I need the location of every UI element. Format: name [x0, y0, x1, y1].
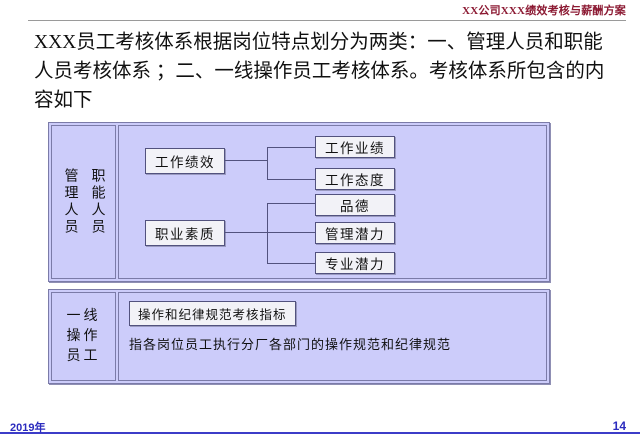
operators-assessment-panel: 一线 操作 员工 操作和纪律规范考核指标 指各岗位员工执行分厂各部门的操作规范和…: [48, 289, 550, 384]
node-professional-potential: 专业潜力: [315, 252, 395, 274]
operators-label-line-2: 操作: [66, 328, 101, 344]
connector-quality-branch-1: [267, 203, 315, 204]
operators-label-line-1: 一线: [66, 308, 101, 324]
node-work-performance: 工作绩效: [145, 148, 225, 174]
connector-quality-branch-2: [267, 232, 315, 233]
node-work-achievement: 工作业绩: [315, 136, 395, 158]
footer-year: 2019年: [10, 422, 46, 434]
node-management-potential: 管理潜力: [315, 222, 395, 244]
managers-label-column-2: 职能人员: [89, 168, 105, 236]
connector-performance-branch-1: [267, 147, 315, 148]
connector-quality-branch-3: [267, 263, 315, 264]
operators-panel-label: 一线 操作 员工: [51, 292, 116, 381]
header-divider: [28, 20, 626, 21]
slide-header: XX公司XXX绩效考核与薪酬方案: [0, 0, 640, 21]
node-moral-character: 品德: [315, 194, 395, 216]
node-professional-quality: 职业素质: [145, 220, 225, 246]
managers-assessment-panel: 管理人员 职能人员 工作绩效 工作业绩 工作态度 职业素质 品德 管理潜力 专业…: [48, 122, 550, 282]
managers-panel-label: 管理人员 职能人员: [51, 125, 116, 279]
connector-quality-trunk: [267, 203, 268, 263]
connector-performance-stem: [225, 160, 267, 161]
managers-label-column-1: 管理人员: [62, 168, 78, 236]
node-work-attitude: 工作态度: [315, 168, 395, 190]
footer-page-number: 14: [612, 419, 626, 433]
operators-description-text: 指各岗位员工执行分厂各部门的操作规范和纪律规范: [129, 337, 452, 352]
connector-performance-branch-2: [267, 179, 315, 180]
connector-performance-trunk: [267, 147, 268, 179]
operators-content-area: 操作和纪律规范考核指标 指各岗位员工执行分厂各部门的操作规范和纪律规范: [118, 292, 547, 381]
footer-divider: [0, 432, 640, 434]
connector-quality-stem: [225, 232, 267, 233]
node-operation-discipline-indicator: 操作和纪律规范考核指标: [129, 301, 296, 326]
managers-tree-area: 工作绩效 工作业绩 工作态度 职业素质 品德 管理潜力 专业潜力: [118, 125, 547, 279]
operators-label-line-3: 员工: [66, 348, 101, 364]
page-title: XXX员工考核体系根据岗位特点划分为两类：一、管理人员和职能人员考核体系 ；二、…: [34, 32, 605, 111]
header-title: XX公司XXX绩效考核与薪酬方案: [462, 5, 626, 17]
